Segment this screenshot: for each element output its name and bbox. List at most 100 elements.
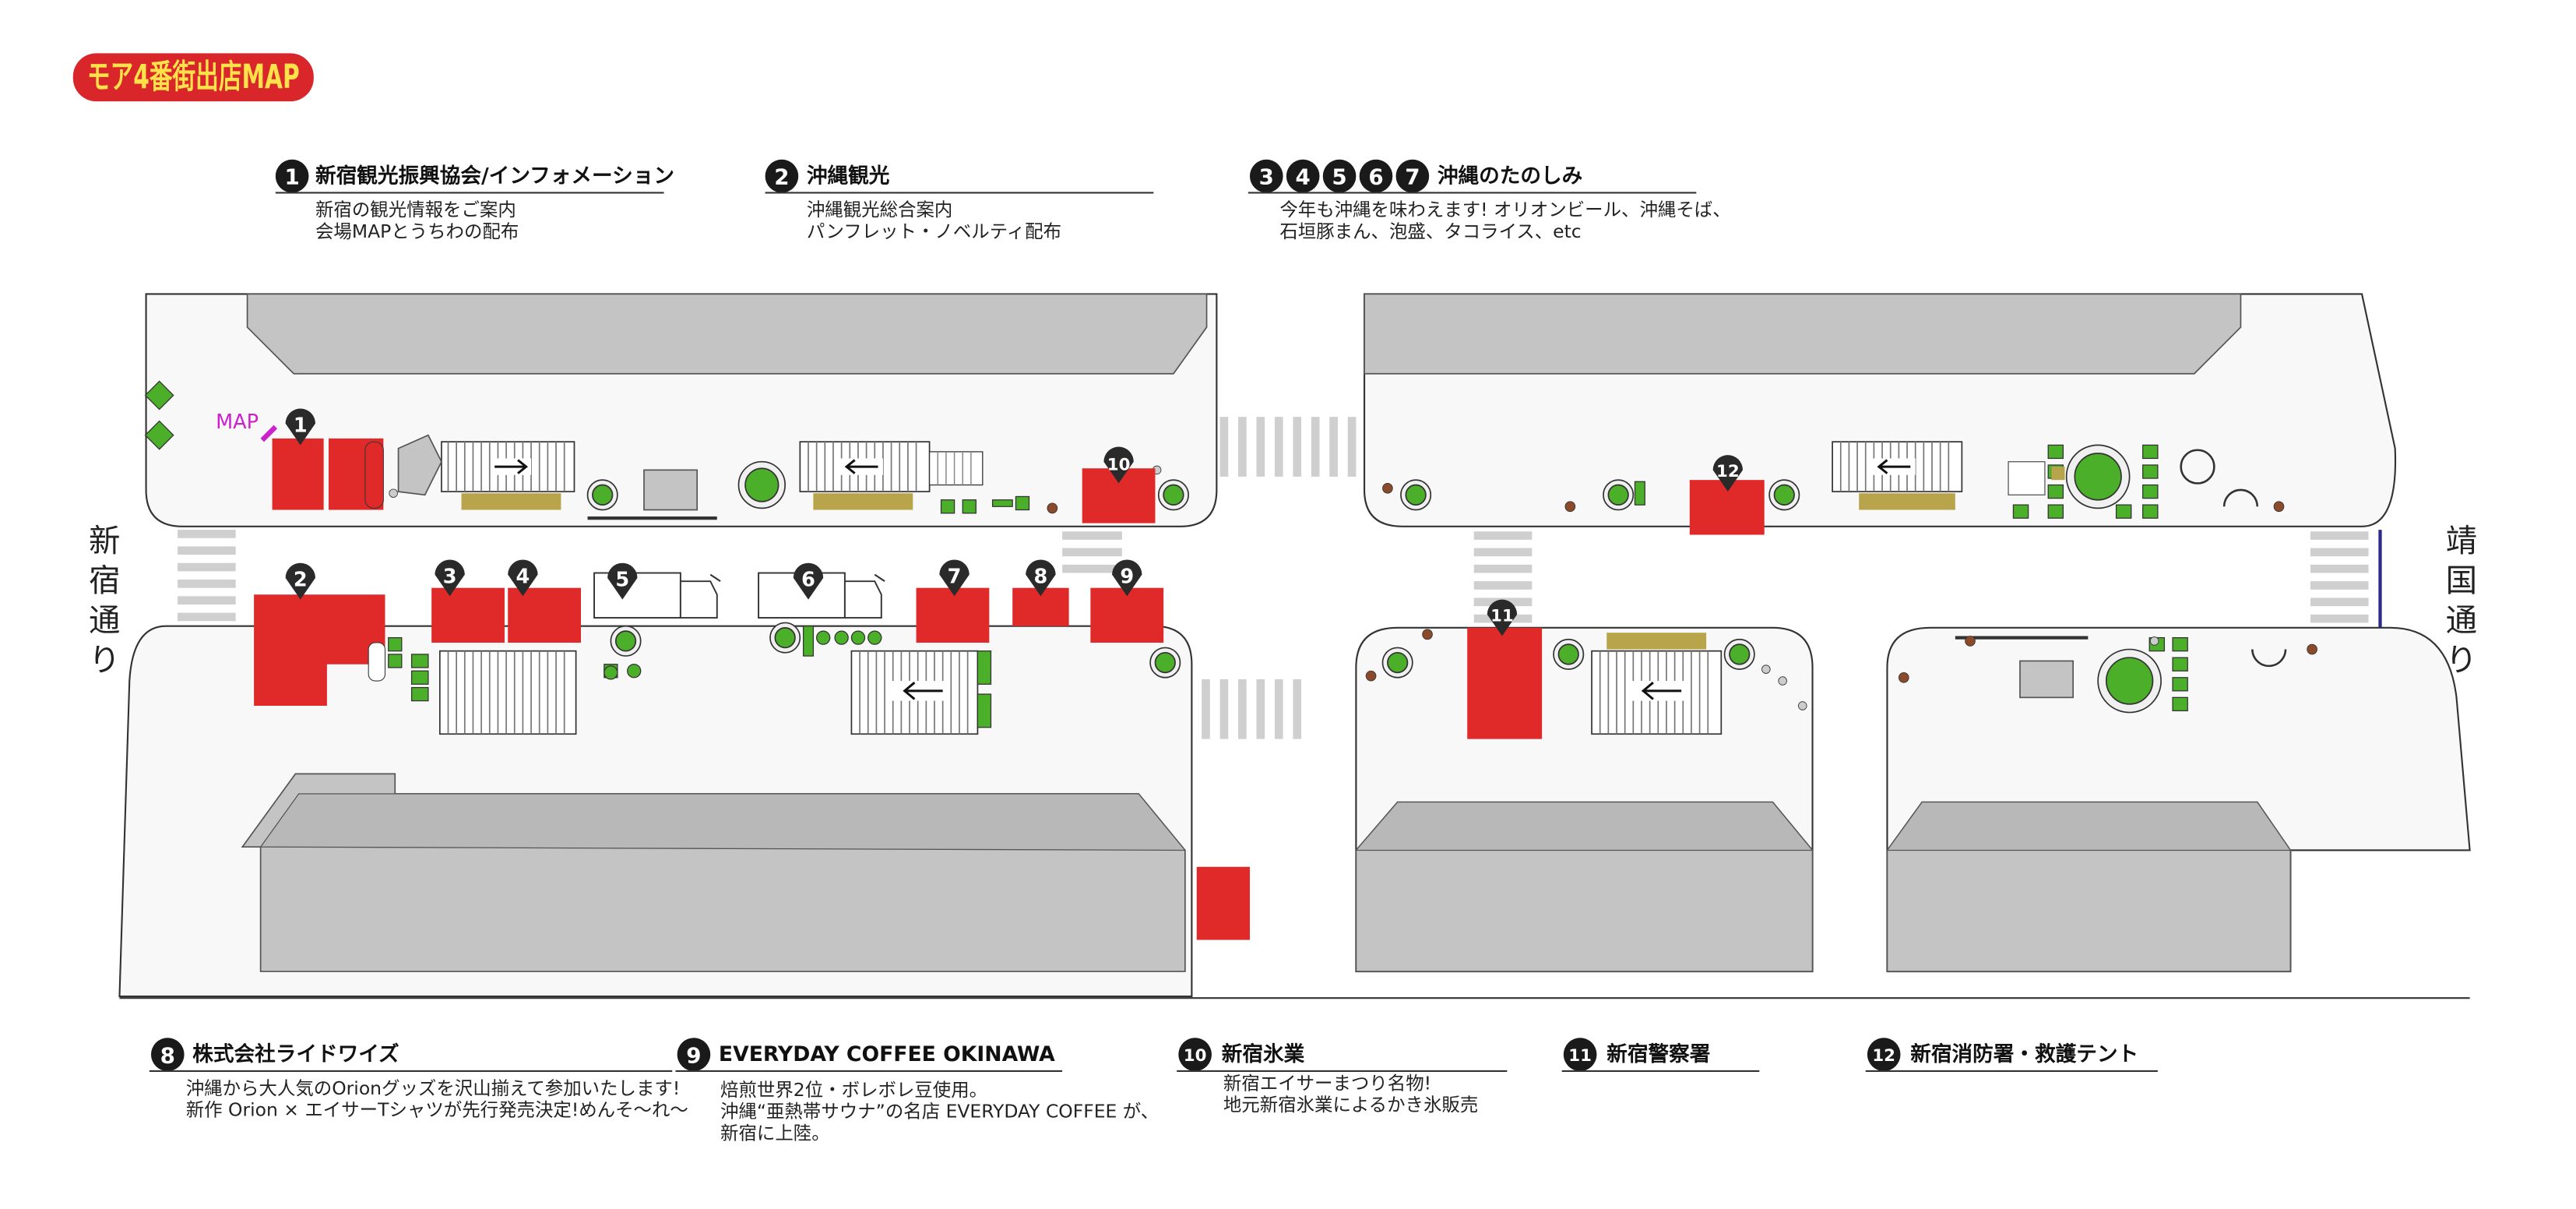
crosswalk	[178, 530, 236, 622]
pillar	[397, 434, 442, 496]
info-line: 焙煎世界2位・ボレボレ豆使用。	[720, 1079, 987, 1101]
number-badge-text: 6	[1368, 164, 1383, 190]
info-line: 石垣豚まん、泡盛、タコライス、etc	[1279, 220, 1581, 242]
info-line: 沖縄観光総合案内	[807, 199, 953, 220]
pin-number: 6	[801, 569, 815, 592]
svg-text:国: 国	[2446, 562, 2478, 599]
booth-11	[1467, 627, 1543, 739]
title-badge: モア4番街出店MAP	[72, 53, 314, 102]
escalator	[438, 650, 577, 735]
info-block-3-7: 3 4 5 6 7 沖縄のたのしみ 今年も沖縄を味わえます! オリオンビール、沖…	[1248, 159, 1731, 242]
number-badge-text: 8	[160, 1042, 175, 1068]
pin-5: 5	[607, 562, 638, 600]
pin-number: 10	[1107, 455, 1131, 474]
svg-text:新: 新	[89, 522, 121, 559]
escalator	[1832, 441, 1963, 510]
arch-icon	[2222, 488, 2259, 507]
crosswalk	[2310, 531, 2369, 623]
marker-dot	[389, 465, 2159, 710]
info-block-10: 10 新宿氷業 新宿エイサーまつり名物! 地元新宿氷業によるかき氷販売	[1177, 1038, 1508, 1116]
escalator	[441, 441, 575, 510]
escalator	[1591, 633, 1723, 735]
pin-9: 9	[1112, 559, 1142, 597]
svg-text:り: り	[2446, 641, 2478, 679]
info-line: 地元新宿氷業によるかき氷販売	[1223, 1094, 1478, 1116]
info-line: 新宿エイサーまつり名物!	[1223, 1072, 1431, 1094]
tree-icon	[586, 444, 2162, 714]
pin-number: 5	[615, 569, 629, 592]
number-badge-text: 10	[1184, 1046, 1207, 1066]
escalator	[850, 650, 979, 735]
number-badge-text: 1	[285, 164, 300, 190]
shrub-icon	[604, 630, 882, 680]
map-title: モア4番街出店MAP	[87, 58, 300, 97]
number-badge-text: 9	[686, 1042, 701, 1068]
pin-8: 8	[1026, 559, 1056, 597]
info-block-12: 12 新宿消防署・救護テント	[1865, 1038, 2158, 1073]
number-badge-text: 7	[1405, 164, 1420, 190]
info-title: 沖縄観光	[807, 164, 890, 189]
street-label-west: 新 宿 通 り	[89, 522, 121, 679]
info-title: 沖縄のたのしみ	[1438, 164, 1582, 189]
pin-12: 12	[1712, 455, 1744, 492]
info-line: 新作 Orion × エイサーTシャツが先行発売決定!めんそ〜れ〜	[186, 1098, 688, 1120]
crosswalk	[1062, 531, 1122, 573]
booth-1	[272, 438, 324, 510]
info-line: 会場MAPとうちわの配布	[315, 220, 519, 242]
number-badge-text: 3	[1259, 164, 1274, 190]
info-title: EVERYDAY COFFEE OKINAWA	[719, 1042, 1055, 1066]
svg-text:り: り	[89, 641, 121, 679]
info-line: 沖縄から大人気のOrionグッズを沢山揃えて参加いたします!	[186, 1077, 681, 1099]
pin-number: 9	[1120, 565, 1134, 588]
svg-text:通: 通	[89, 601, 121, 639]
booth-4	[508, 587, 582, 643]
info-line: 新宿の観光情報をご案内	[315, 199, 516, 220]
info-line: 今年も沖縄を味わえます! オリオンビール、沖縄そば、	[1279, 199, 1730, 220]
booth-9	[1090, 587, 1164, 643]
number-badge-2	[765, 159, 799, 193]
pin-number: 3	[443, 565, 457, 588]
booth-2	[254, 594, 385, 707]
crosswalk	[1219, 417, 1357, 477]
pin-number: 12	[1716, 462, 1740, 481]
pin-number: 11	[1490, 606, 1514, 626]
info-line: 新宿に上陸。	[720, 1122, 830, 1144]
map-sign-label: MAP	[216, 411, 259, 434]
number-badge-text: 12	[1872, 1046, 1895, 1066]
info-block-11: 11 新宿警察署	[1561, 1038, 1760, 1073]
info-line: 沖縄“亜熱帯サウナ”の名店 EVERYDAY COFFEE が、	[720, 1101, 1159, 1123]
info-block-9: 9 EVERYDAY COFFEE OKINAWA 焙煎世界2位・ボレボレ豆使用…	[675, 1038, 1159, 1144]
pin-10: 10	[1103, 446, 1134, 484]
number-badge-text: 2	[774, 164, 789, 190]
ring-icon	[2180, 449, 2215, 485]
bollard-icon	[1047, 482, 2317, 683]
number-badge-1	[275, 159, 309, 193]
info-block-2: 2 沖縄観光 沖縄観光総合案内 パンフレット・ノベルティ配布	[765, 159, 1154, 242]
number-badge-text: 5	[1332, 164, 1346, 190]
info-block-1: 1 新宿観光振興協会/インフォメーション 新宿の観光情報をご案内 会場MAPとう…	[275, 159, 674, 242]
truck-icon	[593, 572, 721, 619]
booth-3	[431, 587, 505, 643]
pin-number: 8	[1034, 565, 1048, 588]
pin-number: 2	[294, 569, 308, 592]
booth-7	[916, 587, 990, 643]
number-badge-text: 11	[1568, 1046, 1592, 1066]
info-title: 新宿観光振興協会/インフォメーション	[315, 164, 674, 189]
escalator	[799, 441, 984, 510]
pin-4: 4	[508, 559, 538, 597]
pin-number: 1	[294, 414, 308, 437]
utility-box	[2019, 660, 2075, 699]
stairs	[2008, 461, 2046, 495]
planter-icon	[144, 380, 2188, 728]
number-badge-text: 4	[1296, 164, 1311, 190]
pin-number: 4	[516, 565, 530, 588]
utility-box	[643, 469, 699, 511]
booth-extra	[1196, 866, 1250, 940]
info-title: 新宿氷業	[1222, 1042, 1305, 1066]
info-block-8: 8 株式会社ライドワイズ 沖縄から大人気のOrionグッズを沢山揃えて参加いたし…	[149, 1038, 688, 1120]
svg-text:靖: 靖	[2446, 522, 2478, 559]
pin-11: 11	[1487, 599, 1518, 636]
pin-6: 6	[793, 562, 824, 600]
crosswalk	[1202, 679, 1302, 739]
pin-1: 1	[285, 408, 315, 446]
